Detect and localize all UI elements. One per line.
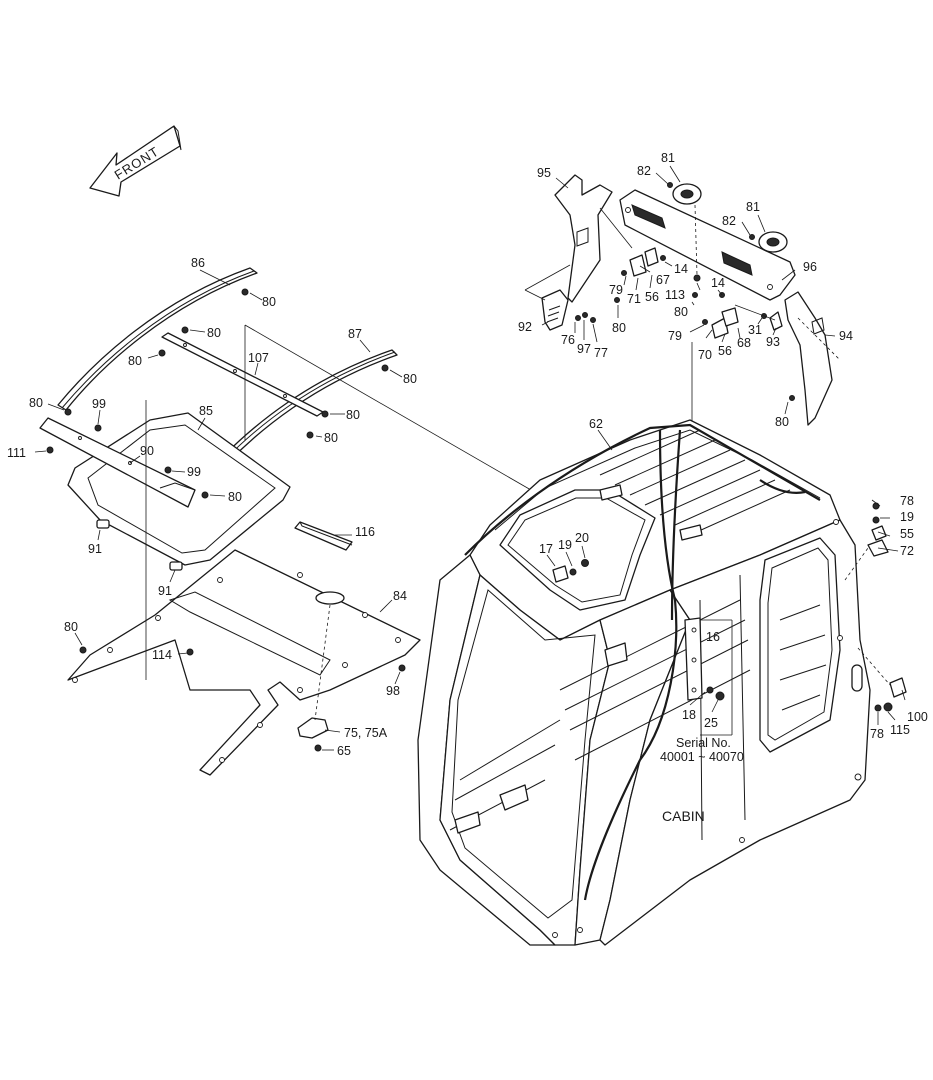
callout-78: 78 — [870, 727, 884, 741]
callout-77: 77 — [594, 346, 608, 360]
callout-72: 72 — [900, 544, 914, 558]
left-fasteners — [46, 288, 406, 672]
small-brackets — [629, 247, 783, 339]
callout-113: 113 — [665, 288, 685, 302]
callout-19: 19 — [900, 510, 914, 524]
cabin-label: CABIN — [662, 808, 705, 824]
callout-90: 90 — [140, 444, 154, 458]
callout-55: 55 — [900, 527, 914, 541]
callout-76: 76 — [561, 333, 575, 347]
right-fasteners — [575, 182, 795, 401]
callout-62: 62 — [589, 417, 603, 431]
cross-bar-107 — [161, 332, 324, 417]
front-arrow: FRONT — [89, 125, 182, 197]
callout-56: 56 — [645, 290, 659, 304]
cabin-frame-62 — [417, 419, 871, 946]
callout-80: 80 — [403, 372, 417, 386]
callout-82: 82 — [722, 214, 736, 228]
rear-trim-panel-96 — [619, 189, 796, 301]
callout-87: 87 — [348, 327, 362, 341]
callout-96: 96 — [803, 260, 817, 274]
callout-16: 16 — [706, 630, 720, 644]
callout-80: 80 — [324, 431, 338, 445]
callout-95: 95 — [537, 166, 551, 180]
callout-80: 80 — [262, 295, 276, 309]
inner-roof-panel-84 — [67, 549, 421, 776]
callout-70: 70 — [698, 348, 712, 362]
callout-19: 19 — [558, 538, 572, 552]
callout-80: 80 — [228, 490, 242, 504]
callout-67: 67 — [656, 273, 670, 287]
serial-label: Serial No. — [676, 736, 731, 750]
callout-100: 100 — [907, 710, 928, 724]
callout-65: 65 — [337, 744, 351, 758]
callout-114: 114 — [152, 648, 172, 662]
callout-18: 18 — [682, 708, 696, 722]
callout-81: 81 — [661, 151, 675, 165]
callout-25: 25 — [704, 716, 718, 730]
pillar-trim-94 — [784, 291, 833, 426]
callout-31: 31 — [748, 323, 762, 337]
callout-97: 97 — [577, 342, 591, 356]
callout-116: 116 — [355, 525, 375, 539]
callout-94: 94 — [839, 329, 853, 343]
wire-harness — [464, 423, 821, 901]
callout-79: 79 — [609, 283, 623, 297]
clip-91a — [96, 519, 110, 529]
bracket-90 — [39, 417, 196, 508]
callout-115: 115 — [890, 723, 910, 737]
roof-rail-86 — [57, 267, 258, 411]
speaker-81a — [672, 183, 702, 205]
callout-80: 80 — [346, 408, 360, 422]
callout-68: 68 — [737, 336, 751, 350]
callout-56: 56 — [718, 344, 732, 358]
callout-86: 86 — [191, 256, 205, 270]
callout-80: 80 — [612, 321, 626, 335]
right-top-leaders — [524, 165, 841, 445]
callout-91: 91 — [158, 584, 172, 598]
callout-99: 99 — [92, 397, 106, 411]
clip-91b — [169, 561, 183, 571]
callout-14: 14 — [711, 276, 725, 290]
callout-80: 80 — [29, 396, 43, 410]
callout-80: 80 — [128, 354, 142, 368]
callout-85: 85 — [199, 404, 213, 418]
pillar-trim-95 — [554, 174, 613, 303]
callout-107: 107 — [248, 351, 269, 365]
callout-111: 111 — [7, 446, 26, 460]
callout-71: 71 — [627, 292, 641, 306]
callout-80: 80 — [207, 326, 221, 340]
pad-116 — [294, 521, 353, 551]
callout-78: 78 — [900, 494, 914, 508]
callout-80: 80 — [64, 620, 78, 634]
callout-93: 93 — [766, 335, 780, 349]
callout-80: 80 — [775, 415, 789, 429]
callout-labels: 86 80 80 80 87 80 107 80 99 80 85 80 111… — [7, 151, 928, 824]
bolt-65 — [314, 744, 322, 752]
lamp-75 — [297, 717, 329, 739]
handle-92 — [541, 289, 569, 331]
callout-14: 14 — [674, 262, 688, 276]
callout-20: 20 — [575, 531, 589, 545]
callout-92: 92 — [518, 320, 532, 334]
speaker-81b — [758, 231, 788, 253]
callout-98: 98 — [386, 684, 400, 698]
serial-range: 40001 ~ 40070 — [660, 750, 744, 764]
callout-17: 17 — [539, 542, 553, 556]
callout-79: 79 — [668, 329, 682, 343]
callout-75-75a: 75, 75A — [344, 726, 388, 740]
callout-82: 82 — [637, 164, 651, 178]
cabin-leaders — [546, 429, 906, 736]
callout-84: 84 — [393, 589, 407, 603]
callout-81: 81 — [746, 200, 760, 214]
callout-80: 80 — [674, 305, 688, 319]
callout-99: 99 — [187, 465, 201, 479]
callout-91: 91 — [88, 542, 102, 556]
